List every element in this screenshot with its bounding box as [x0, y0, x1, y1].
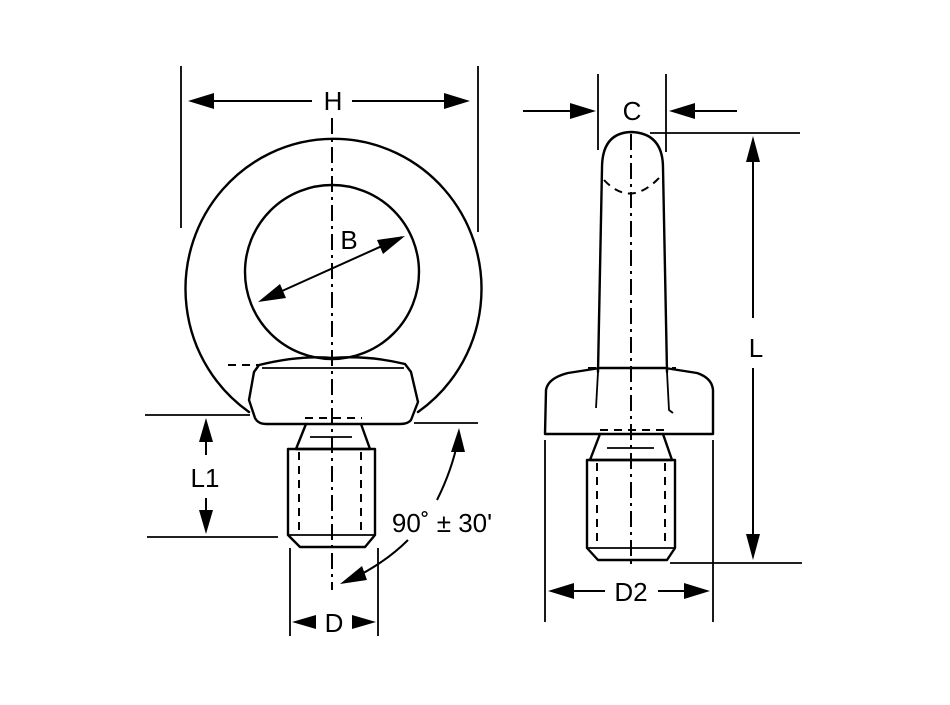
eye-outer-ring [184, 137, 483, 414]
arrow-icon [746, 534, 760, 560]
arrow-icon [340, 566, 367, 584]
side-collar [543, 366, 715, 436]
b-dim-line [261, 236, 403, 301]
arrow-icon [684, 583, 710, 599]
arrow-icon [451, 428, 465, 452]
arrow-icon [352, 615, 376, 629]
collar [247, 356, 420, 426]
collar-flick-left [595, 371, 599, 409]
label-l: L [749, 333, 763, 363]
arrow-icon [199, 418, 213, 442]
arrow-icon [570, 103, 596, 119]
label-h: H [324, 86, 343, 116]
label-angle: 90˚ ± 30' [392, 508, 492, 538]
label-b: B [340, 225, 357, 255]
arrow-icon [444, 93, 470, 109]
label-d: D [325, 608, 344, 638]
arrow-icon [669, 103, 695, 119]
arrow-icon [746, 136, 760, 162]
collar-flick-right [666, 371, 674, 414]
side-view: C L D2 [523, 74, 802, 622]
arrow-icon [377, 236, 405, 254]
arrow-icon [292, 615, 316, 629]
front-view: H B L1 90˚ ± 30' D [145, 66, 492, 638]
arrow-icon [258, 284, 286, 302]
label-l1: L1 [191, 463, 220, 493]
eye-side-profile [596, 130, 669, 374]
arrow-icon [188, 93, 214, 109]
arrow-icon [199, 510, 213, 534]
label-d2: D2 [614, 577, 647, 607]
arrow-icon [548, 583, 574, 599]
label-c: C [623, 96, 642, 126]
